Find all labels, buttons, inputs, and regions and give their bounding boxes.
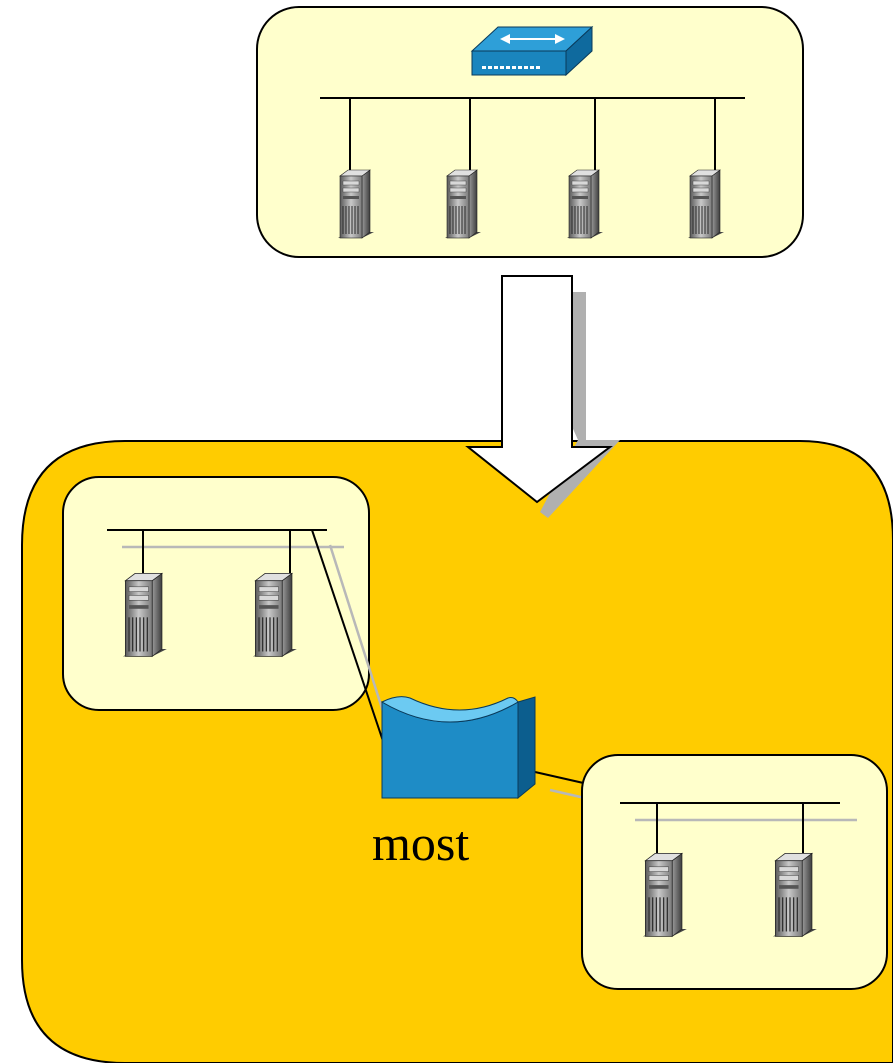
server-icon [566,169,604,239]
switch-icon [470,25,594,77]
server-icon [642,852,688,937]
left-segment-panel [62,476,370,711]
server-icon [687,169,725,239]
right-segment-panel [581,754,888,990]
top-segment-panel [256,6,804,258]
server-icon [337,169,375,239]
bridge-label: most [372,815,470,871]
transform-arrow [465,275,620,518]
top-drop-lines [349,98,716,175]
server-icon [122,572,168,657]
server-icon [772,852,818,937]
bridge-link-left [311,529,387,751]
server-icon [444,169,482,239]
bridge-icon [380,696,536,800]
server-icon [252,572,298,657]
